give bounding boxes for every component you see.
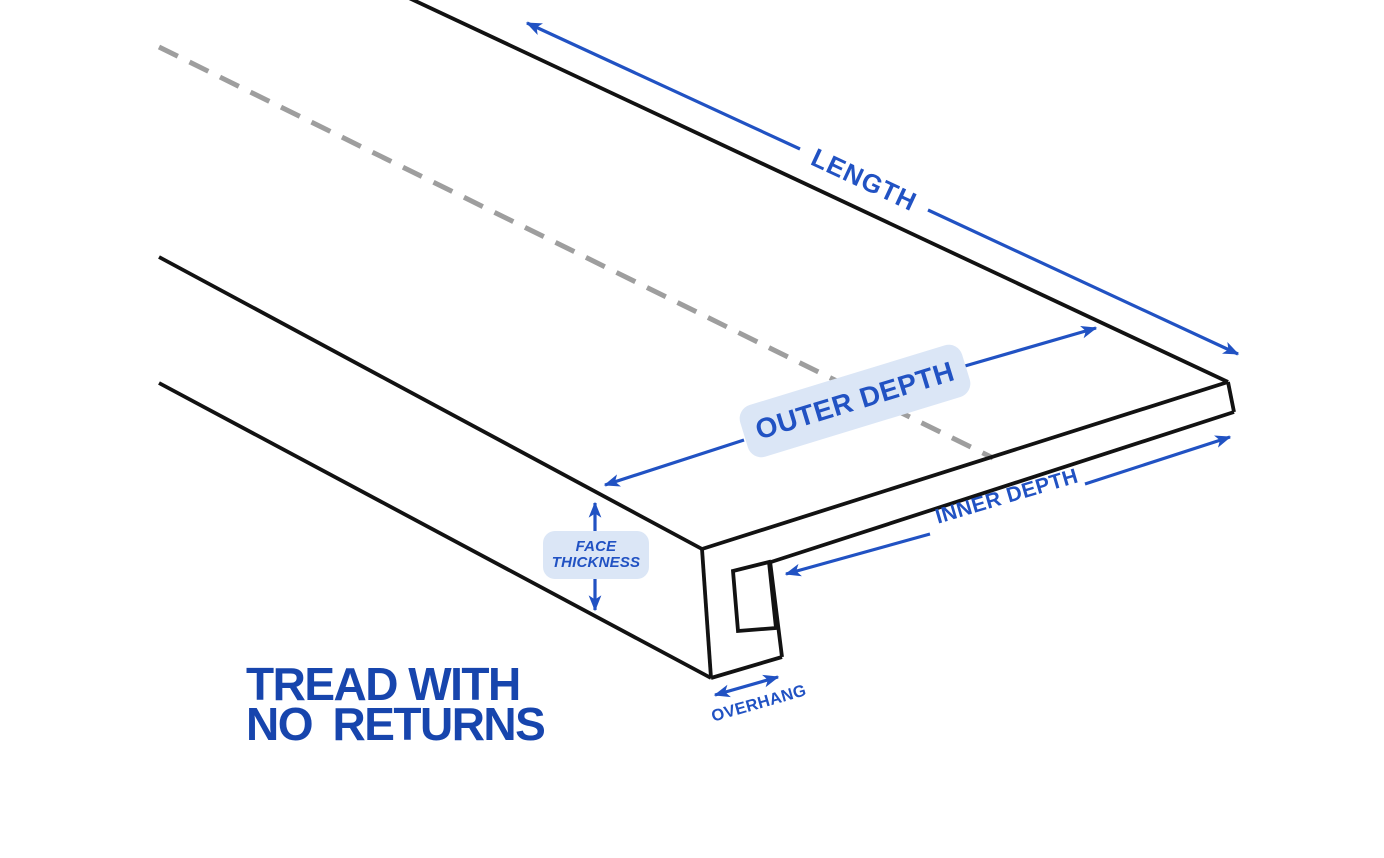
end-corner-edge <box>1226 381 1236 413</box>
top-back-edge <box>408 0 1229 384</box>
front-top-edge <box>158 255 703 551</box>
face-thickness-label-line2: THICKNESS <box>551 554 641 571</box>
face-thickness-label-line1: FACE <box>575 538 617 555</box>
outer-depth-arrow-right <box>957 325 1098 370</box>
diagram-title-line2: NO RETURNS <box>246 698 546 750</box>
top-end-edge <box>701 380 1229 551</box>
dimension-arrows <box>525 21 1240 698</box>
length-arrow-right <box>927 208 1240 356</box>
inner-depth-arrow-right <box>1084 435 1232 486</box>
front-bottom-edge <box>158 381 712 680</box>
face-thickness-label: FACE THICKNESS <box>552 539 640 571</box>
overhang-bottom-edge <box>710 655 783 680</box>
centerline-dashed <box>157 44 995 461</box>
outer-depth-arrow-left <box>603 438 745 487</box>
underside-back-edge <box>770 410 1235 564</box>
tread-outline <box>158 0 1236 680</box>
diagram-title-line1: TREAD WITH <box>246 658 521 710</box>
overhang-arrow <box>713 674 780 698</box>
nosing-groove <box>730 559 779 634</box>
diagram-title: TREAD WITH NO RETURNS <box>246 658 546 750</box>
length-arrow-left <box>525 21 801 151</box>
inner-depth-arrow-left <box>784 532 931 577</box>
face-end-edge <box>700 548 713 679</box>
face-thickness-label-pill: FACE THICKNESS <box>543 531 649 579</box>
